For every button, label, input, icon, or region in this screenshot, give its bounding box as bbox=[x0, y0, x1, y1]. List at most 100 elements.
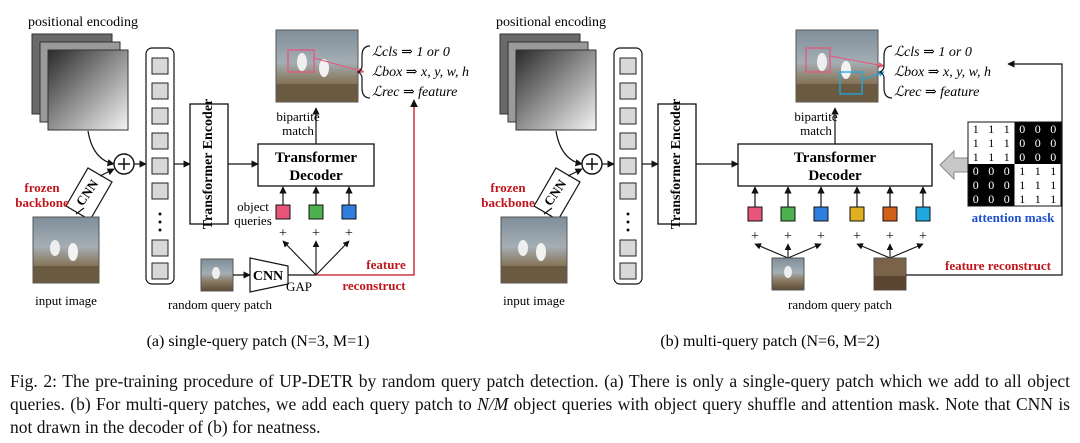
mask-cell bbox=[983, 136, 999, 150]
losses-b: ℒcls ⇒ 1 or 0 ℒbox ⇒ x, y, w, h ℒrec ⇒ f… bbox=[878, 45, 991, 100]
loss-rec: ℒrec ⇒ feature bbox=[372, 85, 457, 100]
feature-reconstruct-label: feature reconstruct bbox=[945, 258, 1052, 273]
reconstruct-label: reconstruct bbox=[342, 278, 406, 293]
mask-cell-value: 1 bbox=[1019, 178, 1025, 192]
object-query-2 bbox=[308, 204, 324, 220]
input-image bbox=[32, 216, 100, 284]
mask-cell-value: 1 bbox=[973, 122, 979, 136]
cnn-backbone-b: CNN bbox=[533, 167, 581, 221]
mask-border bbox=[967, 121, 1062, 207]
mask-cell-value: 0 bbox=[1035, 122, 1041, 136]
frozen-label-b: frozen bbox=[490, 180, 526, 195]
mask-cell bbox=[1045, 192, 1061, 206]
mask-arrow bbox=[939, 149, 969, 181]
object-query-3 bbox=[341, 204, 357, 220]
match-label: match bbox=[282, 123, 314, 138]
loss-cls-b: ℒcls ⇒ 1 or 0 bbox=[894, 45, 972, 60]
cnn-patch: CNN bbox=[249, 257, 289, 293]
mask-cell bbox=[983, 122, 999, 136]
mask-cell bbox=[1014, 122, 1030, 136]
positional-encoding-label: positional encoding bbox=[28, 15, 138, 30]
backbone-label-b: backbone bbox=[481, 195, 535, 210]
mask-cell-value: 0 bbox=[1050, 150, 1056, 164]
mask-cell bbox=[1030, 192, 1046, 206]
mask-cell-value: 0 bbox=[973, 164, 979, 178]
transformer-decoder: Transformer Decoder bbox=[257, 143, 375, 187]
positional-encoding-stack bbox=[31, 33, 129, 131]
transformer-encoder-b: Transformer Encoder bbox=[657, 99, 697, 229]
object-query-b6 bbox=[915, 206, 931, 222]
predicted-box-pink-b bbox=[805, 47, 831, 73]
mask-cell bbox=[1030, 136, 1046, 150]
sub-caption-a: (a) single-query patch (N=3, M=1) bbox=[147, 333, 370, 350]
object-query-1 bbox=[275, 204, 291, 220]
predicted-box-pink bbox=[287, 49, 315, 73]
mask-cell bbox=[983, 178, 999, 192]
mask-cell bbox=[968, 178, 984, 192]
mask-cell bbox=[968, 192, 984, 206]
mask-cell-value: 0 bbox=[1019, 150, 1025, 164]
frozen-label: frozen bbox=[24, 180, 60, 195]
loss-box: ℒbox ⇒ x, y, w, h bbox=[372, 65, 469, 80]
mask-cell-value: 1 bbox=[1035, 178, 1041, 192]
positional-encoding-label-b: positional encoding bbox=[496, 15, 606, 30]
mask-cell-value: 1 bbox=[1050, 178, 1056, 192]
pe-to-plus-arrow bbox=[87, 130, 115, 167]
loss-cls: ℒcls ⇒ 1 or 0 bbox=[372, 45, 450, 60]
cnn-to-plus-arrow bbox=[99, 168, 115, 177]
mask-cell bbox=[983, 192, 999, 206]
feature-reconstruct-arrow-b bbox=[906, 60, 1063, 276]
sub-caption-b: (b) multi-query patch (N=6, M=2) bbox=[660, 333, 879, 350]
mask-cell bbox=[968, 122, 984, 136]
image-to-cnn-line-b bbox=[543, 207, 553, 215]
input-image-label: input image bbox=[35, 293, 97, 308]
cnn-to-plus-arrow-b bbox=[567, 168, 583, 177]
mask-cell-value: 0 bbox=[1019, 122, 1025, 136]
mask-cell bbox=[1030, 150, 1046, 164]
mask-cell bbox=[1014, 178, 1030, 192]
mask-cell bbox=[999, 178, 1015, 192]
mask-cell-value: 0 bbox=[988, 192, 994, 206]
plus-sign-2: + bbox=[312, 226, 320, 241]
mask-cell-value: 1 bbox=[973, 150, 979, 164]
figure-caption: Fig. 2: The pre-training procedure of UP… bbox=[10, 370, 1070, 439]
object-query-b3 bbox=[813, 206, 829, 222]
cnn-patch-label: CNN bbox=[253, 269, 283, 284]
queries-label: queries bbox=[234, 213, 272, 228]
mask-cell-value: 0 bbox=[1035, 150, 1041, 164]
losses-a: ℒcls ⇒ 1 or 0 ℒbox ⇒ x, y, w, h ℒrec ⇒ f… bbox=[356, 45, 469, 100]
object-query-b2 bbox=[780, 206, 796, 222]
object-label: object bbox=[237, 199, 269, 214]
plus-b4: + bbox=[853, 229, 861, 244]
mask-cell-value: 0 bbox=[1050, 122, 1056, 136]
mask-cell-value: 0 bbox=[1004, 192, 1010, 206]
object-query-b1 bbox=[747, 206, 763, 222]
match-label-b: match bbox=[800, 123, 832, 138]
plus-b6: + bbox=[919, 229, 927, 244]
mask-cell-value: 1 bbox=[988, 150, 994, 164]
mask-cell-value: 0 bbox=[1004, 164, 1010, 178]
output-image bbox=[275, 29, 359, 103]
input-image-label-b: input image bbox=[503, 293, 565, 308]
token-column-b bbox=[613, 47, 643, 285]
feature-label: feature bbox=[366, 257, 406, 272]
plus-sign-3: + bbox=[345, 226, 353, 241]
mask-cell-value: 1 bbox=[1019, 164, 1025, 178]
plus-b3: + bbox=[817, 229, 825, 244]
feature-reconstruct-arrow-a bbox=[316, 99, 418, 276]
mask-cell-value: 1 bbox=[1050, 192, 1056, 206]
input-image-b bbox=[500, 216, 568, 284]
random-query-patch-a bbox=[200, 258, 234, 292]
mask-cell-value: 1 bbox=[1004, 150, 1010, 164]
bipartite-label-b: bipartite bbox=[794, 109, 838, 124]
mask-cell-value: 0 bbox=[973, 178, 979, 192]
mask-cell bbox=[1030, 164, 1046, 178]
random-query-patch-b2 bbox=[873, 257, 907, 291]
mask-cell bbox=[1014, 164, 1030, 178]
mask-cell bbox=[1014, 136, 1030, 150]
mask-cell-value: 1 bbox=[1035, 192, 1041, 206]
mask-cell bbox=[968, 164, 984, 178]
transformer-decoder-label-2-b: Decoder bbox=[808, 168, 862, 184]
plus-circle-b bbox=[581, 153, 603, 175]
